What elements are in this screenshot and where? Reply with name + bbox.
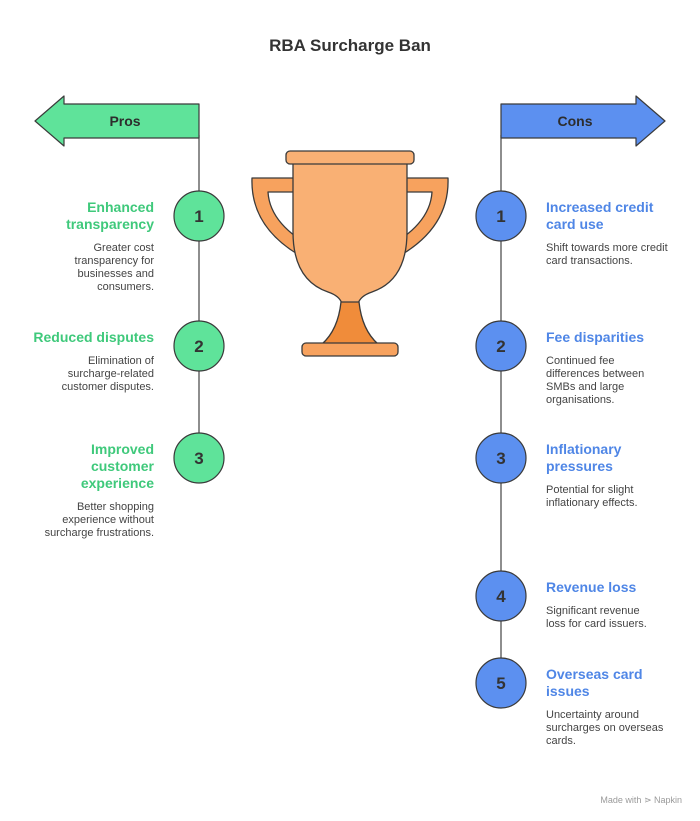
pro-item-heading: Enhanced transparency [66, 199, 154, 232]
con-item-4: Revenue loss Significant revenue loss fo… [546, 579, 686, 631]
svg-text:3: 3 [194, 449, 203, 468]
pros-label: Pros [109, 113, 140, 129]
svg-text:1: 1 [194, 207, 203, 226]
pros-step-3: 3 [173, 432, 225, 484]
pros-step-2: 2 [173, 320, 225, 372]
pro-item-3: Improved customer experience Better shop… [24, 441, 154, 540]
pro-item-1: Enhanced transparency Greater cost trans… [24, 199, 154, 294]
con-item-5: Overseas card issues Uncertainty around … [546, 666, 686, 748]
con-item-3: Inflationary pressures Potential for sli… [546, 441, 686, 510]
napkin-watermark: Made with ⋗ Napkin [600, 795, 682, 805]
pro-item-heading: Improved customer experience [80, 441, 154, 491]
con-item-heading: Inflationary pressures [546, 441, 622, 474]
svg-text:3: 3 [496, 449, 505, 468]
con-item-heading: Overseas card issues [546, 666, 643, 699]
con-item-description: Shift towards more credit card transacti… [546, 242, 668, 267]
pro-item-heading: Reduced disputes [33, 329, 154, 345]
svg-text:4: 4 [496, 587, 506, 606]
cons-step-1: 1 [475, 190, 527, 242]
svg-text:2: 2 [194, 337, 203, 356]
con-item-2: Fee disparities Continued fee difference… [546, 329, 686, 407]
cons-label: Cons [558, 113, 593, 129]
svg-text:2: 2 [496, 337, 505, 356]
diagram-title: RBA Surcharge Ban [269, 36, 431, 55]
pros-arrow: Pros [34, 95, 200, 147]
cons-step-5: 5 [475, 657, 527, 709]
cons-step-4: 4 [475, 570, 527, 622]
pro-item-description: Elimination of surcharge-related custome… [61, 355, 154, 393]
cons-step-2: 2 [475, 320, 527, 372]
pro-item-description: Greater cost transparency for businesses… [74, 242, 154, 293]
con-item-heading: Fee disparities [546, 329, 645, 345]
con-item-heading: Revenue loss [546, 579, 637, 595]
pros-step-1: 1 [173, 190, 225, 242]
svg-text:5: 5 [496, 674, 505, 693]
svg-text:1: 1 [496, 207, 505, 226]
cons-step-3: 3 [475, 432, 527, 484]
con-item-description: Continued fee differences between SMBs a… [546, 355, 645, 406]
cons-arrow: Cons [500, 95, 666, 147]
con-item-description: Potential for slight inflationary effect… [546, 484, 638, 509]
pro-item-2: Reduced disputes Elimination of surcharg… [14, 329, 154, 394]
con-item-description: Uncertainty around surcharges on oversea… [546, 709, 664, 747]
con-item-description: Significant revenue loss for card issuer… [546, 605, 647, 630]
con-item-heading: Increased credit card use [546, 199, 654, 232]
trophy-icon [251, 150, 449, 357]
pro-item-description: Better shopping experience without surch… [44, 501, 154, 539]
con-item-1: Increased credit card use Shift towards … [546, 199, 686, 268]
